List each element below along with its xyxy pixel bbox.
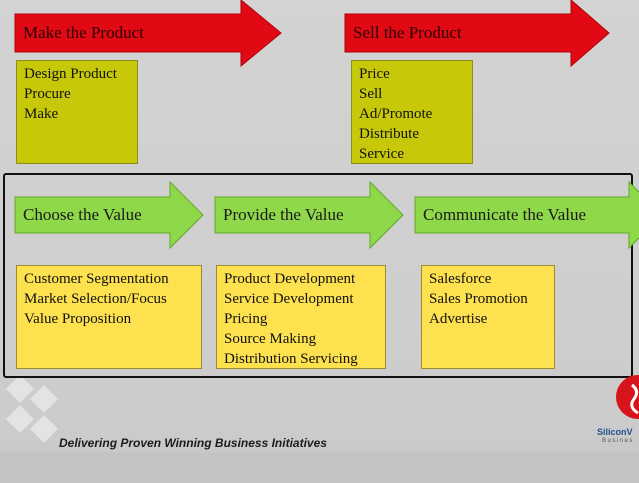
list-item: Service Development [224, 291, 354, 307]
logo-text: SiliconV [597, 427, 633, 437]
provide-value-box: Product Development Service Development … [216, 265, 386, 369]
list-item: Ad/Promote [359, 106, 433, 122]
list-item: Source Making [224, 331, 317, 347]
sell-product-arrow: Sell the Product [344, 0, 610, 68]
diamond-pattern-decoration [6, 375, 58, 443]
list-item: Distribution Servicing [224, 351, 358, 367]
list-item: Sell [359, 86, 383, 102]
make-product-arrow: Make the Product [14, 0, 282, 68]
make-product-title: Make the Product [23, 23, 144, 42]
communicate-value-arrow: Communicate the Value [414, 180, 639, 250]
list-item: Procure [24, 86, 71, 102]
list-item: Customer Segmentation [24, 271, 169, 287]
choose-value-arrow: Choose the Value [14, 180, 204, 250]
value-chain-highlight-frame [3, 173, 633, 378]
communicate-value-box: Salesforce Sales Promotion Advertise [421, 265, 555, 369]
logo-subtext: Busines [602, 438, 634, 444]
communicate-value-title: Communicate the Value [423, 205, 587, 224]
list-item: Price [359, 66, 390, 82]
provide-value-arrow: Provide the Value [214, 180, 404, 250]
list-item: Pricing [224, 311, 268, 327]
list-item: Sales Promotion [429, 291, 528, 307]
red-arrow-shape [14, 0, 282, 68]
list-item: Advertise [429, 311, 488, 327]
list-item: Salesforce [429, 271, 492, 287]
list-item: Product Development [224, 271, 356, 287]
list-item: Make [24, 106, 59, 122]
provide-value-title: Provide the Value [223, 205, 344, 224]
sell-product-title: Sell the Product [353, 23, 462, 42]
choose-value-box: Customer Segmentation Market Selection/F… [16, 265, 202, 369]
list-item: Distribute [359, 126, 419, 142]
green-arrow-shape [414, 180, 639, 250]
sell-product-box: Price Sell Ad/Promote Distribute Service [351, 60, 473, 164]
list-item: Market Selection/Focus [24, 291, 167, 307]
list-item: Design Product [24, 66, 117, 82]
list-item: Service [359, 146, 404, 162]
company-logo-icon [616, 375, 639, 419]
footer-tagline: Delivering Proven Winning Business Initi… [59, 436, 327, 450]
red-arrow-shape [344, 0, 610, 68]
green-arrow-shape [214, 180, 404, 250]
green-arrow-shape [14, 180, 204, 250]
choose-value-title: Choose the Value [23, 205, 142, 224]
footer-band [0, 452, 639, 483]
make-product-box: Design Product Procure Make [16, 60, 138, 164]
list-item: Value Proposition [24, 311, 132, 327]
